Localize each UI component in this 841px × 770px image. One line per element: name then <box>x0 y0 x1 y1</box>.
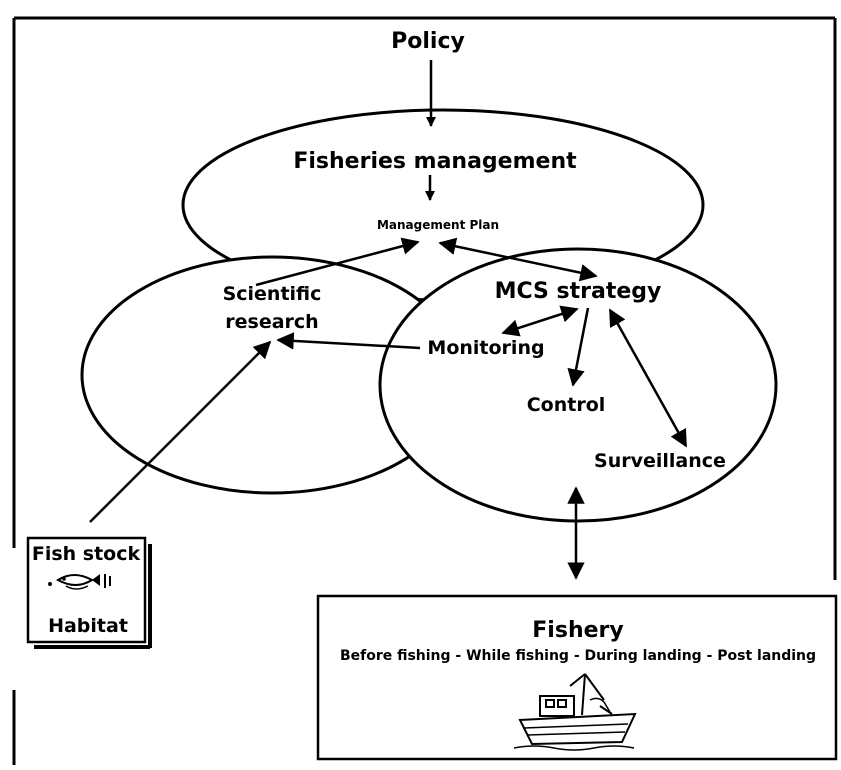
habitat-label: Habitat <box>48 615 128 637</box>
surveillance-label: Surveillance <box>594 450 726 472</box>
fish-icon <box>48 574 111 590</box>
research-to-plan-arrow <box>255 237 420 287</box>
fishery-label: Fishery <box>532 618 623 643</box>
control-label: Control <box>527 394 606 416</box>
scientific-research-label-line2: research <box>225 311 318 333</box>
fishery-stages-label: Before fishing - While fishing - During … <box>340 648 816 664</box>
fisheries-management-label: Fisheries management <box>293 149 577 174</box>
policy-label: Policy <box>391 29 465 54</box>
fishstock-to-research-arrow <box>89 340 272 523</box>
mcs-strategy-label: MCS strategy <box>495 279 662 304</box>
monitoring-label: Monitoring <box>427 337 544 359</box>
mcs-monitoring-double-arrow <box>501 305 579 337</box>
mcs-surveillance-double-arrow <box>608 308 688 448</box>
mcs-to-control-arrow <box>567 307 590 387</box>
fish-stock-label: Fish stock <box>32 543 141 565</box>
management-plan-label: Management Plan <box>377 218 499 232</box>
plan-mcs-double-arrow <box>438 237 598 282</box>
fish-stock-box <box>26 536 147 644</box>
monitoring-to-research-arrow <box>276 332 421 350</box>
fishing-boat-icon <box>513 673 637 751</box>
scientific-research-label-line1: Scientific <box>223 283 322 305</box>
